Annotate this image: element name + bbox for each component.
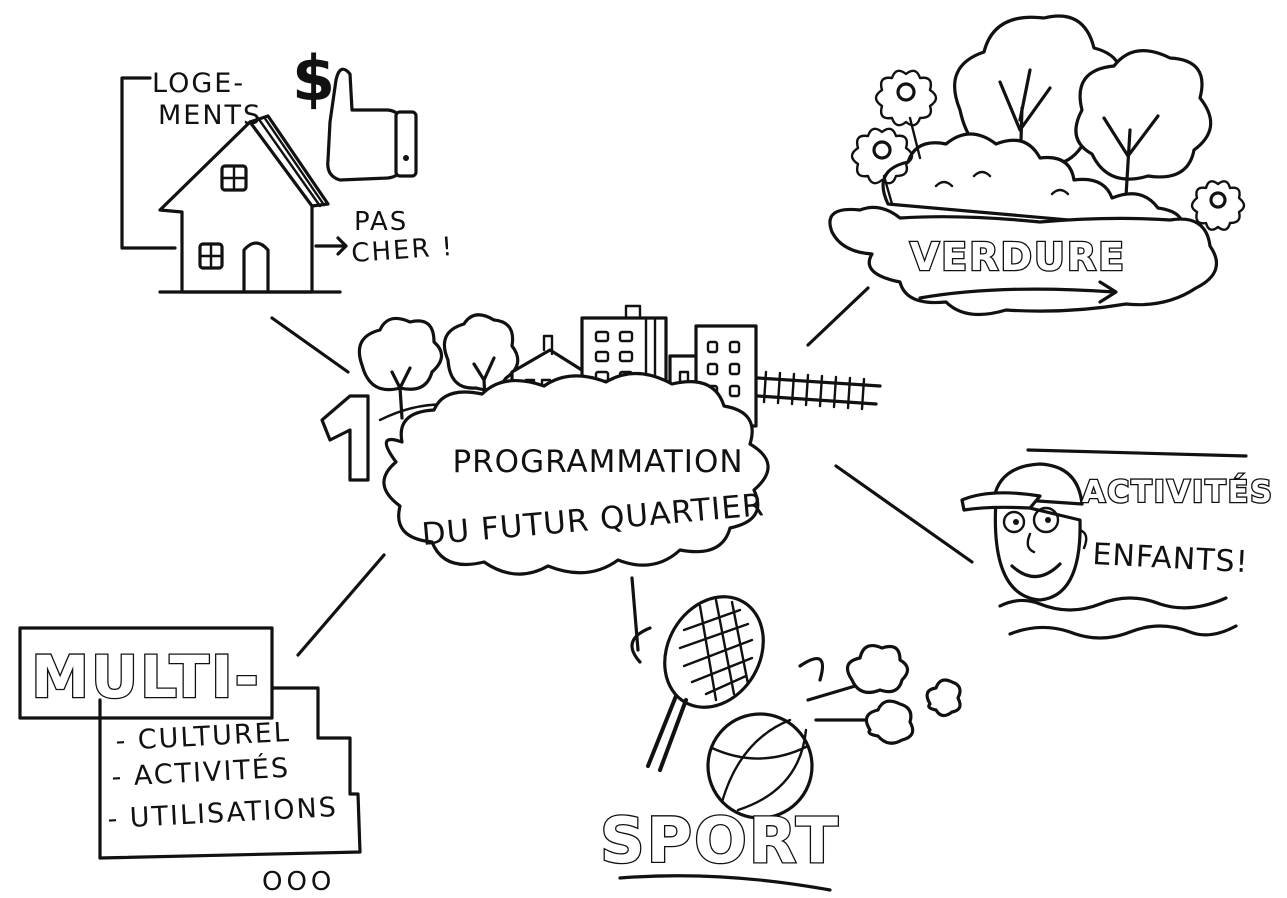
tree-crown-2 xyxy=(442,313,520,392)
flower-1 xyxy=(874,69,938,160)
logements-node: LOGE- MENTS $ PAS CHER ! xyxy=(120,42,455,294)
house-roof-lines xyxy=(256,115,326,208)
basketball xyxy=(706,712,814,820)
center-node: PROGRAMMATION DU FUTUR QUARTIER xyxy=(320,304,882,576)
sport-underline xyxy=(618,874,832,892)
house-window-bottom-cross xyxy=(198,242,224,270)
multi-title-box xyxy=(18,626,274,720)
kid-cap-brim xyxy=(960,491,1042,512)
house-door xyxy=(242,241,270,294)
multi-title: MULTI- xyxy=(31,643,260,711)
kid-smile xyxy=(1010,562,1062,579)
house-window-top-cross xyxy=(220,164,248,192)
multi-item-2: - ACTIVITÉS xyxy=(111,752,291,793)
tower-1-window xyxy=(618,330,634,343)
kid-pupil-right xyxy=(1045,517,1051,523)
connector-logements xyxy=(270,316,350,374)
tower-1-roof xyxy=(624,304,642,320)
number-one-shape xyxy=(320,394,370,482)
logements-bracket xyxy=(120,76,177,250)
kid-eye-right xyxy=(1032,506,1060,534)
activites-node: ACTIVITÉS ENFANTS! xyxy=(960,448,1274,640)
tower-3-window xyxy=(706,340,719,354)
tree-big-right xyxy=(1074,49,1213,181)
activites-top-line xyxy=(1026,448,1248,458)
tree-trunk-1 xyxy=(390,366,412,420)
center-title-line1: PROGRAMMATION xyxy=(452,444,743,480)
tower-1-window xyxy=(618,350,634,363)
thumbs-up-button xyxy=(403,155,409,161)
connector-verdure xyxy=(806,286,870,347)
flower-2 xyxy=(850,127,914,206)
connector-activites xyxy=(834,464,974,564)
tennis-racket-strings xyxy=(678,598,754,702)
kid-eye-left xyxy=(1002,510,1026,534)
activites-title: ACTIVITÉS xyxy=(1082,474,1274,510)
puff-3 xyxy=(925,678,962,718)
wave-1 xyxy=(998,596,1228,612)
puff-2 xyxy=(864,699,915,745)
connector-lines xyxy=(270,286,974,657)
tower-3-window xyxy=(706,362,719,376)
tower-3-window xyxy=(728,362,741,376)
tennis-racket-head xyxy=(663,595,765,709)
pas-label: PAS xyxy=(354,207,408,237)
sport-node: SPORT xyxy=(599,595,962,892)
logements-arrow xyxy=(314,236,348,256)
tree-big-right-trunk xyxy=(1102,114,1160,198)
railway-ties xyxy=(762,370,866,411)
tower-3-window xyxy=(728,340,741,354)
wave-2 xyxy=(1008,624,1238,640)
basketball-lines xyxy=(710,718,810,812)
kid-pupil-left xyxy=(1013,519,1019,525)
verdure-banner xyxy=(828,205,1219,317)
logements-label-line1: LOGE- xyxy=(152,68,245,99)
dollar-sign: $ xyxy=(292,42,335,115)
thumbs-up-cuff xyxy=(394,110,418,178)
cher-label: CHER ! xyxy=(350,232,455,269)
verdure-arrow xyxy=(918,280,1118,304)
center-cloud xyxy=(382,371,770,576)
tennis-racket-handle xyxy=(646,694,688,772)
tower-3-window xyxy=(728,384,741,398)
logements-label-line2: MENTS xyxy=(158,100,262,131)
small-house-chimney xyxy=(542,334,554,356)
kid-ear xyxy=(1078,528,1088,550)
multi-item-3: - UTILISATIONS xyxy=(107,792,339,835)
verdure-node: VERDURE xyxy=(828,14,1246,317)
multi-list-box xyxy=(98,686,362,860)
tower-1-window xyxy=(594,330,610,343)
connector-multi xyxy=(296,553,386,657)
kid-nose xyxy=(1026,532,1036,554)
tower-1-window xyxy=(594,350,610,363)
multi-node: MULTI- - CULTUREL - ACTIVITÉS - UTILISAT… xyxy=(18,626,362,897)
multi-ellipsis: OOO xyxy=(262,867,335,897)
sport-cloud-left xyxy=(630,626,825,682)
thumbs-up-hand xyxy=(326,67,407,182)
multi-item-1: - CULTUREL xyxy=(115,717,292,757)
puff-1 xyxy=(845,644,910,694)
bush-details xyxy=(934,170,1070,196)
flower-3 xyxy=(1190,180,1246,231)
activites-subtitle: ENFANTS! xyxy=(1092,537,1250,580)
tree-crown-1 xyxy=(357,316,444,392)
kid-face xyxy=(993,498,1082,602)
sport-title: SPORT xyxy=(600,804,840,877)
connector-sport xyxy=(630,576,640,652)
verdure-title: VERDURE xyxy=(910,235,1126,279)
